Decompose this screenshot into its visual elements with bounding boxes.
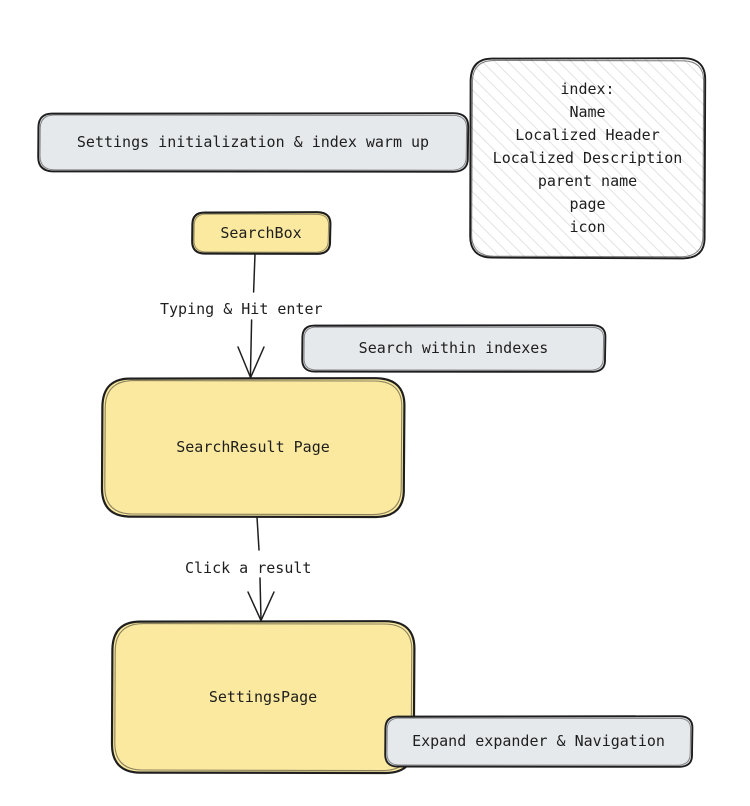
edge-searchresult-to-settingspage (247, 516, 275, 622)
edge-searchbox-to-searchresult (237, 253, 265, 379)
node-search-within-indexes[interactable] (302, 325, 605, 371)
node-settings-page[interactable] (112, 621, 414, 772)
node-settings-init-shape[interactable] (37, 112, 470, 173)
node-index-note-shape[interactable] (469, 57, 707, 260)
node-search-result-page-shape[interactable] (100, 377, 406, 519)
node-search-result-page[interactable] (102, 378, 404, 516)
node-search-box-shape[interactable] (191, 211, 332, 255)
node-settings-init[interactable] (38, 113, 468, 171)
node-search-within-indexes-shape[interactable] (301, 324, 607, 373)
node-expand-expander-shape[interactable] (384, 715, 694, 768)
node-search-box[interactable] (192, 212, 330, 253)
node-settings-page-shape[interactable] (110, 620, 416, 775)
node-expand-expander[interactable] (385, 716, 692, 766)
node-index-note[interactable] (470, 58, 705, 258)
